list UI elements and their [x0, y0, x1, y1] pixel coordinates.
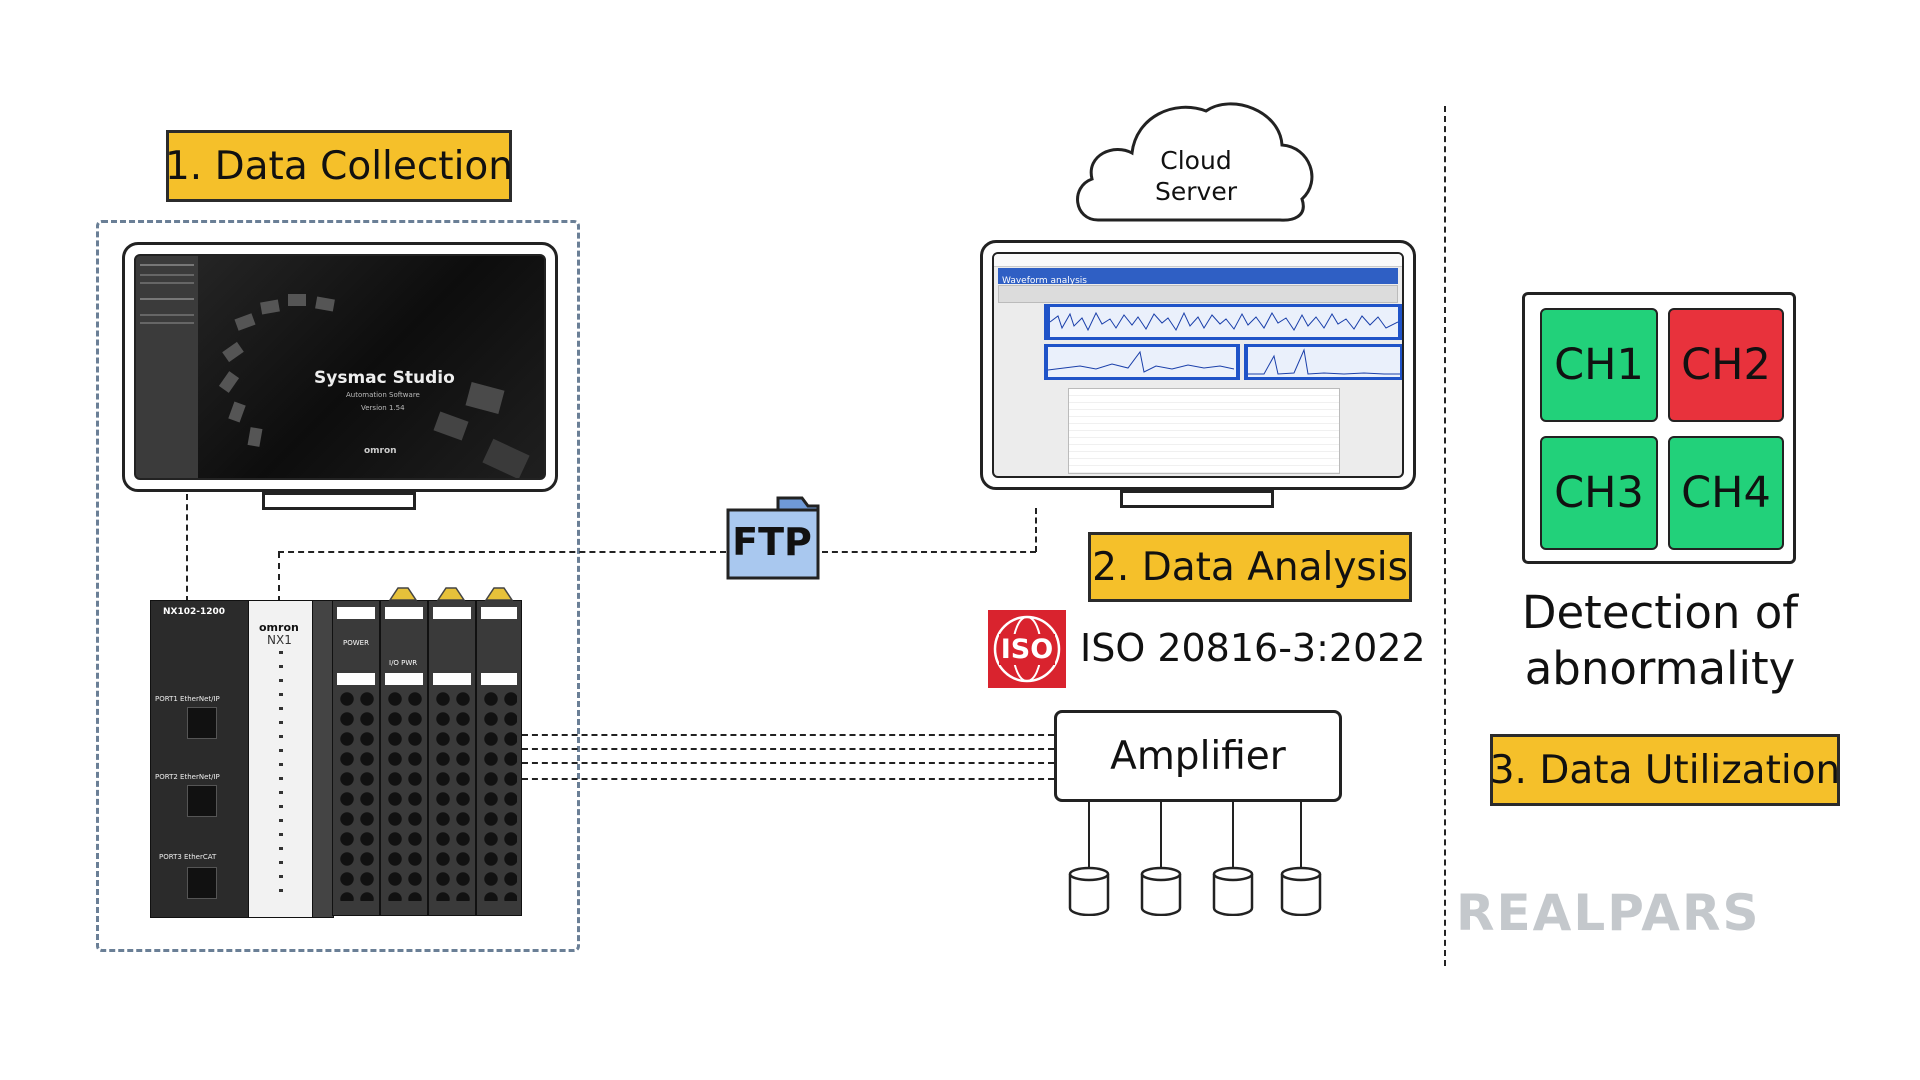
- amplifier-box: Amplifier: [1054, 710, 1342, 802]
- sysmac-subtitle: Automation Software: [346, 391, 420, 399]
- detection-line1: Detection of: [1521, 586, 1799, 639]
- module-release-tabs: [388, 587, 514, 601]
- channel-ch3: CH3: [1540, 436, 1658, 550]
- data-analysis-label: 2. Data Analysis: [1088, 532, 1412, 602]
- io-module-power: POWER: [332, 600, 380, 916]
- channel-ch2: CH2: [1668, 308, 1784, 422]
- plc-series: NX1: [267, 633, 292, 647]
- ftp-folder-icon: [726, 496, 820, 580]
- waveform-toolbar: [998, 285, 1398, 303]
- plc-cpu: NX102-1200 PORT1 EtherNet/IP PORT2 Ether…: [150, 600, 250, 918]
- section-separator: [1444, 106, 1446, 966]
- io-module-4: [476, 600, 522, 916]
- waveform-monitor: Waveform analysis: [980, 240, 1416, 490]
- amplifier-label: Amplifier: [1110, 733, 1286, 779]
- plc-port3-jack: [187, 867, 217, 899]
- ftp-label: FTP: [732, 520, 812, 564]
- sysmac-title: Sysmac Studio: [314, 368, 455, 388]
- plc-brand: omron: [259, 621, 299, 634]
- plc-port1: PORT1 EtherNet/IP: [155, 695, 220, 703]
- sysmac-monitor-stand: [262, 492, 416, 510]
- io-module-io-pwr-label: I/O PWR: [389, 659, 418, 667]
- plc-front-panel: omron NX1: [248, 600, 314, 918]
- sensor-4-icon: [1280, 866, 1322, 916]
- channel-ch4: CH4: [1668, 436, 1784, 550]
- plc-port2: PORT2 EtherNet/IP: [155, 773, 220, 781]
- sysmac-version: Version 1.54: [361, 404, 405, 412]
- plc-port3: PORT3 EtherCAT: [159, 853, 217, 861]
- realpars-logo: REALPARS: [1456, 884, 1761, 942]
- cloud-icon: [1076, 102, 1314, 222]
- link-plc-to-ftp: [278, 551, 726, 553]
- iso-logo-text: ISO: [998, 633, 1056, 665]
- waveform-title: Waveform analysis: [1002, 276, 1087, 286]
- sysmac-splash-art: [218, 294, 530, 478]
- waveform-plot-bottom-right: [1244, 344, 1402, 380]
- link-amp-4: [522, 778, 1054, 780]
- io-module-3: [428, 600, 476, 916]
- link-amp-1: [522, 734, 1054, 736]
- waveform-title-bar: Waveform analysis: [998, 268, 1398, 286]
- link-amp-3: [522, 762, 1054, 764]
- iso-logo: ISO: [988, 610, 1066, 688]
- sensor-2-icon: [1140, 866, 1182, 916]
- plc-port1-jack: [187, 707, 217, 739]
- plc-model: NX102-1200: [163, 607, 226, 617]
- plc-led-strip: [279, 651, 283, 901]
- sensor-1-icon: [1068, 866, 1110, 916]
- data-utilization-label: 3. Data Utilization: [1490, 734, 1840, 806]
- sysmac-sidebar: [136, 256, 198, 478]
- sysmac-vendor: omron: [364, 446, 397, 456]
- data-collection-label: 1. Data Collection: [165, 130, 513, 202]
- waveform-plot-top: [1044, 304, 1402, 340]
- waveform-monitor-stand: [1120, 490, 1274, 508]
- detection-line2: abnormality: [1524, 642, 1796, 695]
- sysmac-monitor: Sysmac Studio Automation Software Versio…: [122, 242, 558, 492]
- link-ftp-to-analysis: [822, 551, 1036, 553]
- cloud-label-line2: Server: [1155, 177, 1237, 206]
- cloud-label-line1: Cloud: [1160, 146, 1232, 175]
- amplifier-sensor-lines: [1088, 802, 1302, 872]
- link-plc-up: [278, 552, 280, 602]
- waveform-menubar: [994, 254, 1402, 267]
- link-analysis-monitor-down: [1035, 508, 1037, 552]
- data-collection-boundary: [96, 220, 580, 952]
- io-module-io-pwr: I/O PWR: [380, 600, 428, 916]
- iso-standard: ISO 20816-3:2022: [1080, 626, 1426, 670]
- link-monitor-to-plc: [186, 494, 188, 602]
- sensor-3-icon: [1212, 866, 1254, 916]
- link-amp-2: [522, 748, 1054, 750]
- plc-port2-jack: [187, 785, 217, 817]
- channel-ch1: CH1: [1540, 308, 1658, 422]
- plc-side-cover: [312, 600, 334, 918]
- waveform-table: [1068, 388, 1340, 474]
- io-module-power-label: POWER: [343, 639, 369, 647]
- waveform-plot-bottom-left: [1044, 344, 1240, 380]
